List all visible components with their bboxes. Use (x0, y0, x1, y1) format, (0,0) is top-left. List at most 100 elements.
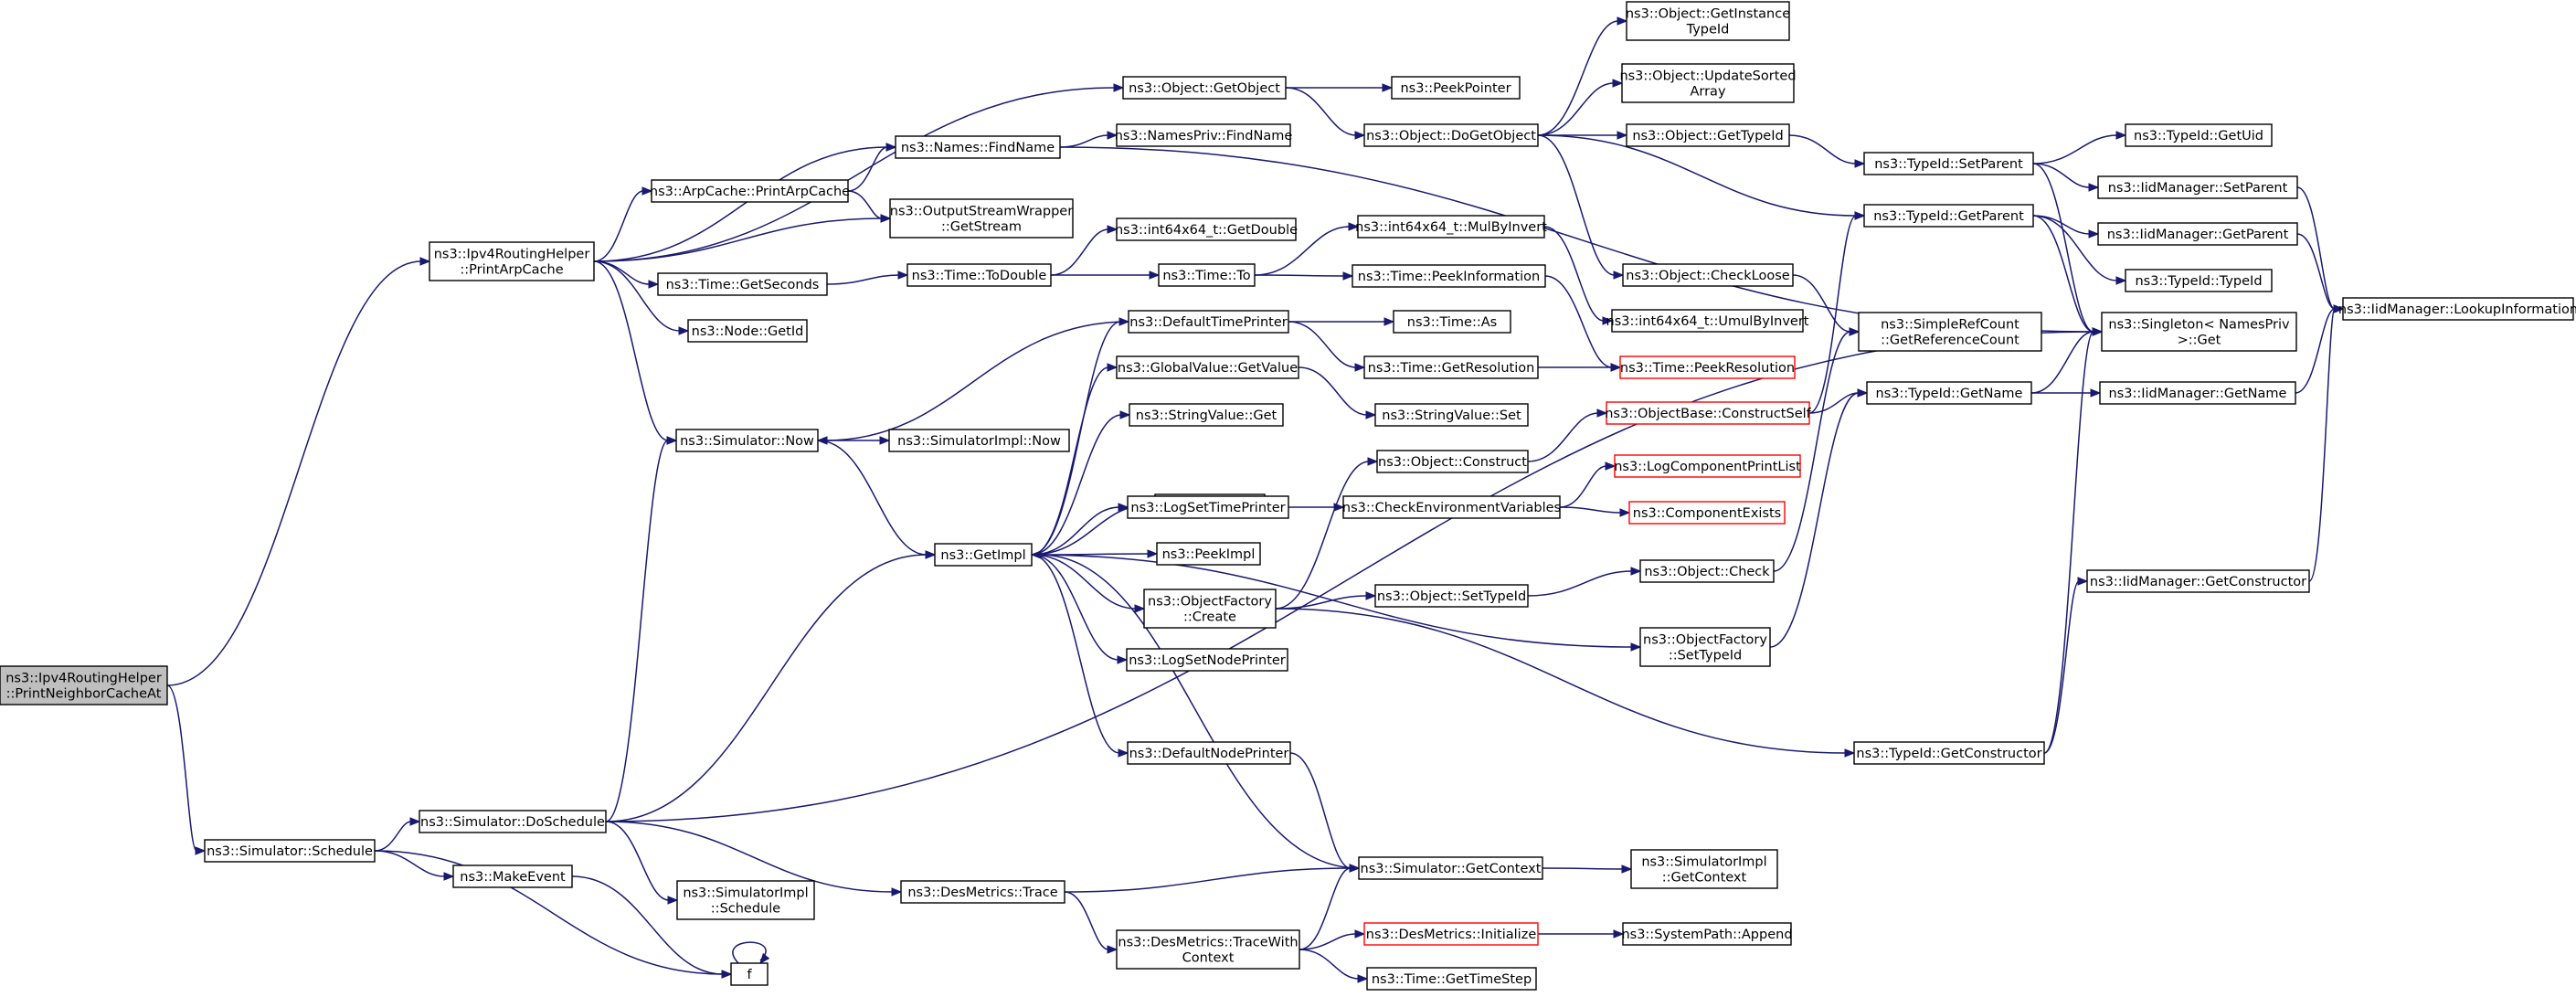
node-label: ns3::Object::Construct (1378, 455, 1527, 470)
node-box (2099, 381, 2296, 405)
edge-objectfactory-create-to-object-construct (1275, 457, 1379, 610)
node-label: ns3::Object::SetTypeId (1377, 589, 1526, 604)
edge-getimpl-to-objectfactory-create (1031, 554, 1146, 613)
node-systempath-append[interactable]: ns3::SystemPath::Append (1621, 922, 1793, 946)
node-node-getid[interactable]: ns3::Node::GetId (687, 319, 808, 343)
node-time-to[interactable]: ns3::Time::To (1158, 263, 1256, 287)
edge-line (1059, 134, 1109, 148)
node-object-settypeid[interactable]: ns3::Object::SetTypeId (1374, 584, 1529, 608)
edge-defaulttimeprinter-to-time-getresolution (1288, 321, 1366, 372)
node-simulatorimpl-getcontext[interactable]: ns3::SimulatorImpl::GetContext (1630, 849, 1778, 889)
node-arpcache-printarpcache[interactable]: ns3::ArpCache::PrintArpCache (650, 179, 850, 203)
node-typeid-getparent[interactable]: ns3::TypeId::GetParent (1863, 204, 2034, 228)
node-componentexists[interactable]: ns3::ComponentExists (1628, 501, 1786, 525)
node-label: ns3::Time::To (1162, 269, 1250, 283)
node-object-check[interactable]: ns3::Object::Check (1639, 559, 1775, 583)
node-box (1363, 355, 1539, 379)
node-label: ns3::TypeId::GetUid (2134, 129, 2263, 143)
edge-getimpl-to-defaultnodeprinter (1031, 554, 1129, 758)
edge-int64x64-mulbyinvert-to-int64x64-umulbyinvert (1543, 226, 1614, 325)
node-simplerefcount-getreferencecount[interactable]: ns3::SimpleRefCount::GetReferenceCount (1858, 312, 2042, 352)
node-iidmanager-getname[interactable]: ns3::IidManager::GetName (2099, 381, 2296, 405)
node-names-findname[interactable]: ns3::Names::FindName (895, 135, 1061, 159)
node-object-getobject[interactable]: ns3::Object::GetObject (1122, 76, 1287, 100)
node-stringvalue-set[interactable]: ns3::StringValue::Set (1374, 403, 1529, 427)
node-simulator-getcontext[interactable]: ns3::Simulator::GetContext (1358, 856, 1543, 880)
edge-line (2032, 163, 2094, 333)
node-objectfactory-settypeid[interactable]: ns3::ObjectFactory::SetTypeId (1639, 627, 1771, 667)
node-int64x64-umulbyinvert[interactable]: ns3::int64x64_t::UmulByInvert (1606, 309, 1809, 333)
node-object-dogetobject[interactable]: ns3::Object::DoGetObject (1363, 123, 1539, 147)
node-typeid-setparent[interactable]: ns3::TypeId::SetParent (1863, 152, 2034, 175)
node-objectfactory-create[interactable]: ns3::ObjectFactory::Create (1143, 589, 1277, 629)
node-label: ns3::Time::PeekResolution (1620, 361, 1795, 376)
node-peekimpl[interactable]: ns3::PeekImpl (1156, 542, 1261, 566)
node-makeevent[interactable]: ns3::MakeEvent (452, 864, 573, 888)
node-globalvalue-getvalue[interactable]: ns3::GlobalValue::GetValue (1116, 355, 1299, 379)
edge-object-getobject-to-object-dogetobject (1285, 87, 1366, 140)
node-simulatorimpl-schedule[interactable]: ns3::SimulatorImpl::Schedule (676, 880, 815, 920)
arrow-head-icon (759, 952, 770, 965)
node-box (2097, 175, 2298, 199)
edge-print-arp-cache-to-outputstreamwrapper-getstream (593, 214, 892, 262)
node-desmetrics-trace[interactable]: ns3::DesMetrics::Trace (900, 880, 1065, 904)
edge-line (1769, 392, 1860, 648)
node-time-as[interactable]: ns3::Time::As (1393, 310, 1511, 334)
node-logsettimeprinter[interactable]: ns3::LogSetTimePrinter (1127, 495, 1289, 519)
node-time-peekresolution[interactable]: ns3::Time::PeekResolution (1619, 355, 1796, 379)
node-iidmanager-getparent[interactable]: ns3::IidManager::GetParent (2097, 222, 2298, 246)
node-iidmanager-getconstructor[interactable]: ns3::IidManager::GetConstructor (2086, 569, 2310, 593)
node-print-neighbor-cache-at[interactable]: ns3::Ipv4RoutingHelper::PrintNeighborCac… (0, 665, 168, 705)
node-object-gettypeid[interactable]: ns3::Object::GetTypeId (1626, 123, 1790, 147)
arrow-head-icon (1113, 83, 1125, 92)
node-iidmanager-lookupinformation[interactable]: ns3::IidManager::LookupInformation (2338, 297, 2576, 321)
node-typeid-getname[interactable]: ns3::TypeId::GetName (1866, 381, 2032, 405)
node-object-checkloose[interactable]: ns3::Object::CheckLoose (1622, 263, 1794, 287)
node-getimpl[interactable]: ns3::GetImpl (934, 543, 1033, 567)
node-peekpointer[interactable]: ns3::PeekPointer (1391, 76, 1521, 100)
node-label: ns3::GetImpl (940, 548, 1025, 563)
node-time-getresolution[interactable]: ns3::Time::GetResolution (1363, 355, 1539, 379)
node-box (888, 429, 1070, 452)
edge-line (1527, 412, 1599, 462)
node-stringvalue-get[interactable]: ns3::StringValue::Get (1129, 403, 1284, 427)
node-typeid-typeid[interactable]: ns3::TypeId::TypeId (2125, 269, 2273, 292)
node-typeid-getuid[interactable]: ns3::TypeId::GetUid (2125, 123, 2273, 147)
edge-iidmanager-setparent-to-iidmanager-lookupinformation (2296, 186, 2345, 313)
node-label: ::Schedule (711, 902, 780, 917)
node-time-getseconds[interactable]: ns3::Time::GetSeconds (657, 272, 828, 296)
node-print-arp-cache[interactable]: ns3::Ipv4RoutingHelper::PrintArpCache (429, 241, 595, 281)
node-singleton-namespriv-get[interactable]: ns3::Singleton< NamesPriv >::Get (2101, 312, 2297, 352)
node-simulator-schedule[interactable]: ns3::Simulator::Schedule (204, 839, 376, 863)
node-simulatorimpl-now[interactable]: ns3::SimulatorImpl::Now (888, 429, 1070, 452)
node-objectbase-constructself[interactable]: ns3::ObjectBase::ConstructSelf (1605, 401, 1812, 425)
edge-time-to-to-int64x64-mulbyinvert (1254, 222, 1360, 276)
edge-line (2032, 215, 2118, 281)
node-label: ns3::PeekPointer (1400, 81, 1511, 96)
node-typeid-getconstructor[interactable]: ns3::TypeId::GetConstructor (1853, 741, 2045, 765)
node-time-todouble[interactable]: ns3::Time::ToDouble (906, 263, 1052, 287)
node-f[interactable]: f (730, 962, 769, 986)
node-outputstreamwrapper-getstream[interactable]: ns3::OutputStreamWrapper::GetStream (889, 198, 1074, 239)
node-defaulttimeprinter[interactable]: ns3::DefaultTimePrinter (1128, 310, 1289, 334)
node-box (1363, 922, 1539, 946)
edge-checkenvironmentvariables-to-componentexists (1559, 506, 1631, 517)
node-logsetnodeprinter[interactable]: ns3::LogSetNodePrinter (1126, 648, 1288, 672)
node-time-gettimestep[interactable]: ns3::Time::GetTimeStep (1366, 967, 1537, 991)
node-iidmanager-setparent[interactable]: ns3::IidManager::SetParent (2097, 175, 2298, 199)
node-simulator-now[interactable]: ns3::Simulator::Now (675, 429, 819, 452)
node-desmetrics-initialize[interactable]: ns3::DesMetrics::Initialize (1363, 922, 1539, 946)
node-time-peekinformation[interactable]: ns3::Time::PeekInformation (1352, 264, 1546, 288)
node-int64x64-mulbyinvert[interactable]: ns3::int64x64_t::MulByInvert (1355, 215, 1547, 239)
edge-print-arp-cache-to-node-getid (593, 260, 690, 335)
node-int64x64-getdouble[interactable]: ns3::int64x64_t::GetDouble (1115, 217, 1298, 241)
node-logcomponentprintlist[interactable]: ns3::LogComponentPrintList (1614, 454, 1801, 478)
node-namespriv-findname[interactable]: ns3::NamesPriv::FindName (1115, 123, 1293, 147)
node-checkenvironmentvariables[interactable]: ns3::CheckEnvironmentVariables (1342, 495, 1561, 519)
node-simulator-doschedule[interactable]: ns3::Simulator::DoSchedule (419, 810, 607, 833)
node-object-construct[interactable]: ns3::Object::Construct (1376, 450, 1529, 473)
node-defaultnodeprinter[interactable]: ns3::DefaultNodePrinter (1127, 741, 1291, 765)
